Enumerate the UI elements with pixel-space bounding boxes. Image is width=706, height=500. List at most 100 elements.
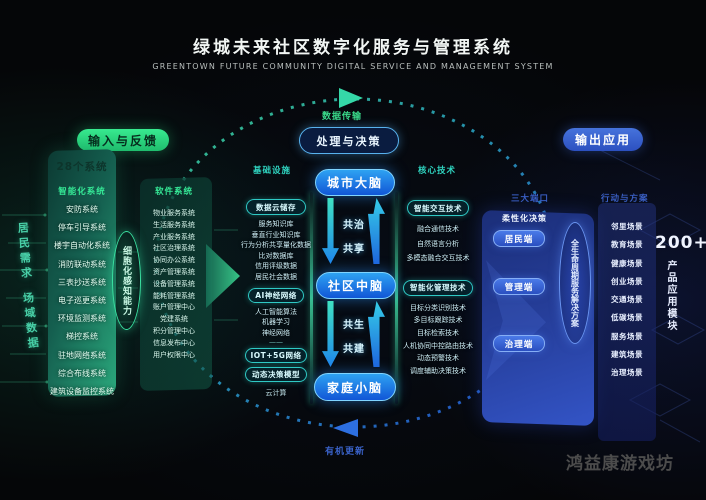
- software-system-item: 用户权限中心: [153, 350, 195, 359]
- core-tech-item: 自然语言分析: [417, 239, 459, 248]
- process-decision-header: 处理与决策: [299, 127, 399, 154]
- action-scene-item: 建筑场景: [611, 350, 643, 360]
- software-system-item: 能耗管理系统: [153, 291, 195, 300]
- software-system-item: 账户管理中心: [153, 303, 195, 312]
- data-transfer-label: 数据传输: [322, 112, 363, 122]
- action-scene-item: 服务场景: [611, 331, 643, 341]
- core-tech-item: 目标分类识别技术: [410, 303, 466, 312]
- cell-perception-badge: 细胞化感知能力: [112, 231, 141, 330]
- infra-item: 行为分析共享量化数据: [241, 241, 311, 250]
- core-tech-item: 融合通信技术: [417, 225, 459, 233]
- software-system-item: 设备管理系统: [153, 279, 195, 288]
- circuit-dots: [43, 213, 49, 384]
- action-scenes-panel: [598, 203, 656, 441]
- three-ports-label: 三大端口: [511, 194, 550, 204]
- infra-item: 垂直行业知识库: [251, 230, 301, 239]
- page-subtitle: GREENTOWN FUTURE COMMUNITY DIGITAL SERVI…: [152, 62, 554, 71]
- cloud-storage-group-label: 数据云储存: [246, 199, 306, 215]
- cloud-storage-items: 服务知识库垂直行业知识库行为分析共享量化数据比对数据库信用评级数据居民社会数据: [241, 219, 311, 283]
- lifecycle-solution-badge: 全生命周期服务解决方案: [559, 222, 591, 344]
- infra-item: 比对数据库: [258, 251, 294, 260]
- ai-network-items: 人工智能算法机器学习神经网络: [255, 307, 297, 339]
- infra-item: 机器学习: [262, 318, 290, 327]
- infra-item: 居民社会数据: [255, 272, 297, 281]
- smart-system-item: 三表抄送系统: [58, 277, 106, 287]
- action-scene-item: 教育场景: [611, 240, 643, 250]
- software-system-item: 协同办公系统: [153, 256, 195, 265]
- software-system-item: 物业服务系统: [153, 209, 195, 217]
- action-scene-item: 创业场景: [611, 276, 643, 286]
- smart-system-item: 停车引导系统: [58, 223, 106, 233]
- core-tech-item: 调度辅助决策技术: [410, 366, 466, 375]
- glow-line-left: [310, 192, 313, 404]
- dynamic-model-group-label: 动态决策模型: [245, 367, 307, 383]
- co-sharing-label: 共享: [343, 244, 365, 255]
- input-feedback-header: 输入与反馈: [77, 129, 169, 151]
- core-tech-item: 人机协同中控路由技术: [403, 341, 473, 350]
- data-flow-arrow-icon: [339, 88, 363, 108]
- software-system-item: 积分管理中心: [153, 326, 195, 335]
- iot-5g-group-label: IOT+5G网络: [245, 348, 307, 364]
- interaction-tech-group-label: 智能交互技术: [407, 200, 469, 216]
- infra-item: 信用评级数据: [255, 262, 297, 271]
- city-brain-node: 城市大脑: [315, 169, 395, 196]
- smart-system-item: 梯控系统: [66, 332, 98, 342]
- co-existence-label: 共生: [343, 320, 365, 331]
- modules-label: 产品应用模块: [665, 260, 676, 332]
- co-governance-label: 共治: [343, 220, 365, 231]
- lifecycle-solution-label: 全生命周期服务解决方案: [570, 239, 580, 327]
- infrastructure-column: 数据云储存 服务知识库垂直行业知识库行为分析共享量化数据比对数据库信用评级数据居…: [238, 199, 314, 399]
- software-systems-list: 物业服务系统生活服务系统产业服务系统社区治理系统协同办公系统资产管理系统设备管理…: [136, 208, 212, 361]
- output-application-header: 输出应用: [563, 128, 643, 151]
- infrastructure-title: 基础设施: [253, 166, 292, 176]
- smart-system-item: 综合布线系统: [58, 368, 106, 378]
- software-system-item: 产业服务系统: [153, 232, 195, 241]
- core-tech-item: 多模态融合交互技术: [406, 254, 470, 263]
- smart-system-item: 楼宇自动化系统: [54, 241, 110, 251]
- software-system-item: 信息发布中心: [153, 338, 195, 347]
- smart-system-item: 电子巡更系统: [58, 295, 106, 305]
- management-port-pill: 管理端: [493, 278, 545, 295]
- action-plan-title: 行动与方案: [601, 194, 649, 204]
- resident-port-pill: 居民端: [493, 230, 545, 247]
- smart-system-item: 消防联动系统: [58, 259, 106, 269]
- core-tech-item: 目标检索技术: [417, 328, 459, 337]
- action-scene-item: 治理场景: [611, 368, 643, 378]
- action-scenes-list: 邻里场景教育场景健康场景创业场景交通场景低碳场景服务场景建筑场景治理场景: [598, 218, 656, 383]
- smart-system-item: 建筑设备监控系统: [50, 386, 114, 396]
- smart-system-item: 环境监测系统: [58, 314, 106, 324]
- organic-update-arrow-icon: [333, 419, 358, 437]
- smart-systems-title: 智能化系统: [58, 187, 106, 197]
- software-systems-title: 软件系统: [154, 187, 193, 197]
- core-tech-item: 多目标跟踪技术: [413, 316, 463, 325]
- interaction-tech-items: 融合通信技术自然语言分析多模态融合交互技术: [407, 222, 470, 266]
- management-tech-group-label: 智能化管理技术: [403, 279, 473, 296]
- management-tech-items: 目标分类识别技术多目标跟踪技术目标检索技术人机协同中控路由技术动态预警技术调度辅…: [403, 302, 473, 378]
- software-system-item: 党建系统: [160, 315, 188, 324]
- systems-count-label: 28个系统: [56, 161, 108, 173]
- action-scene-item: 低碳场景: [611, 313, 643, 323]
- smart-system-item: 驻地网络系统: [58, 350, 106, 360]
- infra-item: 神经网络: [262, 328, 290, 337]
- watermark: 鸿益康游戏坊: [566, 454, 674, 474]
- co-building-label: 共建: [343, 344, 365, 355]
- infra-item: 人工智能算法: [255, 307, 297, 316]
- action-scene-item: 邻里场景: [611, 222, 643, 231]
- infra-item: 服务知识库: [258, 220, 294, 228]
- software-system-item: 资产管理系统: [153, 267, 195, 276]
- core-tech-column: 智能交互技术 融合通信技术自然语言分析多模态融合交互技术 智能化管理技术 目标分…: [400, 200, 476, 377]
- core-tech-item: 动态预警技术: [417, 354, 459, 363]
- modules-count-label: 200+: [655, 233, 706, 253]
- software-system-item: 社区治理系统: [153, 244, 195, 253]
- action-scene-item: 交通场景: [611, 295, 643, 305]
- organic-update-label: 有机更新: [325, 447, 366, 457]
- community-brain-node: 社区中脑: [316, 272, 396, 299]
- separator-dash: ——: [269, 338, 283, 347]
- software-system-item: 生活服务系统: [153, 220, 195, 229]
- family-brain-node: 家庭小脑: [314, 373, 396, 401]
- flexible-decision-label: 柔性化决策: [502, 214, 547, 223]
- smart-system-item: 安防系统: [66, 205, 98, 214]
- core-tech-title: 核心技术: [418, 166, 457, 176]
- action-scene-item: 健康场景: [611, 258, 643, 268]
